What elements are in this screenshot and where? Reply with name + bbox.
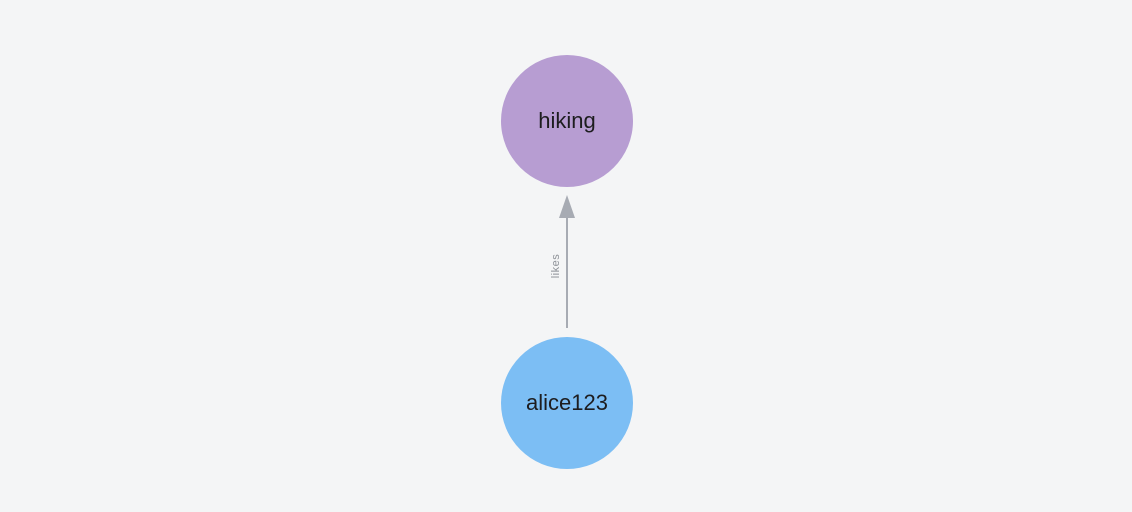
edge-label: likes (550, 253, 562, 279)
node-label: alice123 (526, 390, 608, 415)
edge-arrowhead-icon (559, 195, 575, 218)
node-label: hiking (538, 108, 596, 133)
node-hiking[interactable]: hiking (501, 55, 633, 187)
edge-line (566, 216, 568, 328)
node-alice123[interactable]: alice123 (501, 337, 633, 469)
